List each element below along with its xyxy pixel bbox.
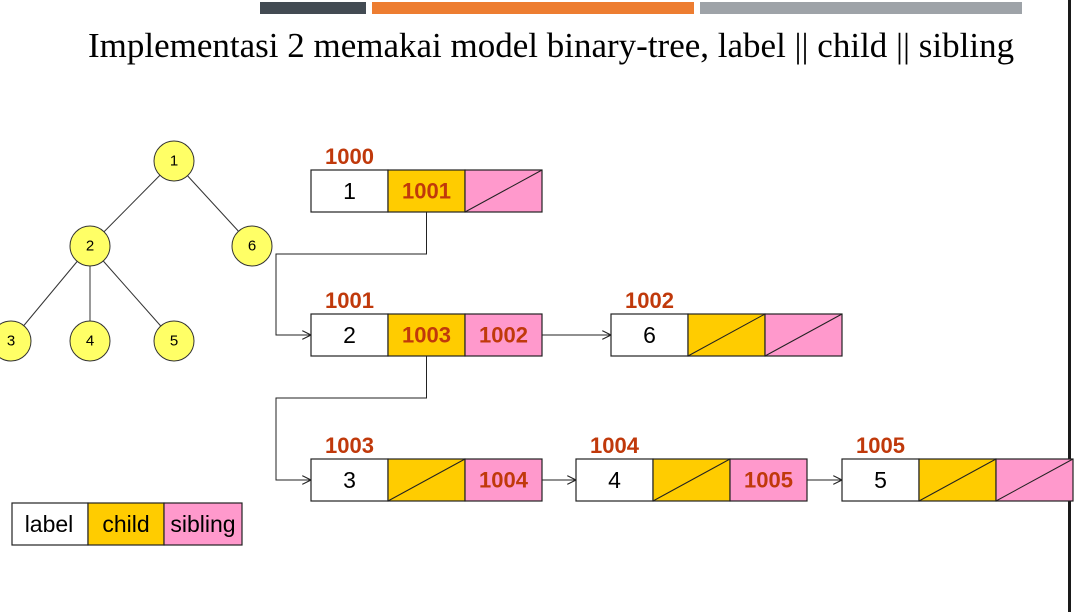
sibling-pointer: 1005 [744,468,793,493]
label-cell [310,169,389,213]
tree-node-label: 1 [170,153,178,170]
child-connector [275,212,427,335]
legend-child-cell [87,502,165,546]
label-cell [610,313,689,357]
child-connector [275,356,427,480]
record-1000: 1000 1 1001 [310,144,543,213]
tree-node-6 [231,225,273,267]
record-address: 1003 [325,433,374,458]
record-address: 1002 [625,288,674,313]
tree-node-5 [153,320,195,362]
tree-node-2 [69,225,111,267]
tree-node-label: 5 [170,333,178,350]
label-value: 4 [608,467,621,493]
record-1003: 1003 3 1004 [310,433,543,502]
child-cell [387,169,466,213]
tree-edge-2-5 [102,260,162,327]
label-cell [310,458,389,502]
tree-edge-2-3 [23,261,78,326]
label-value: 5 [874,467,887,493]
child-null-slash [387,458,466,502]
tree-node-4 [69,320,111,362]
tree-edge-1-6 [187,175,239,232]
header-bar-gray [700,2,1022,14]
tree-node-label: 2 [86,238,94,255]
legend-label-text: label [25,511,74,537]
label-value: 1 [343,178,356,204]
legend-sibling-text: sibling [170,511,235,537]
tree-edge-1-2 [103,174,161,233]
pointer-connectors [275,212,842,480]
sibling-null-slash [995,458,1074,502]
record-address: 1005 [856,433,905,458]
window-edge [1068,0,1071,612]
sibling-pointer: 1004 [479,468,529,493]
record-1001: 1001 2 1003 1002 [310,288,543,357]
sibling-cell [464,458,543,502]
sibling-null-slash [464,169,543,213]
legend-label-cell [11,502,89,546]
record-1004: 1004 4 1005 [575,433,808,502]
sibling-cell [464,313,543,357]
child-cell [387,313,466,357]
sibling-cell [729,458,808,502]
tree-node-1 [153,140,195,182]
sibling-null-slash [764,313,843,357]
sibling-pointer: 1002 [479,323,528,348]
record-1005: 1005 5 [841,433,1074,502]
label-value: 3 [343,467,356,493]
header-bar-dark [260,2,366,14]
child-pointer: 1001 [402,179,451,204]
slide-title: Implementasi 2 memakai model binary-tree… [88,26,1015,65]
child-pointer: 1003 [402,323,451,348]
general-tree: 1 2 6 3 4 5 [0,140,273,362]
legend-sibling-cell [163,502,243,546]
legend-child-text: child [102,511,149,537]
tree-node-label: 4 [86,333,94,350]
tree-node-label: 6 [248,238,256,255]
child-null-slash [652,458,731,502]
record-address: 1001 [325,288,374,313]
header-bar-orange [372,2,694,14]
record-address: 1004 [590,433,640,458]
tree-node-3 [0,320,32,362]
tree-node-label: 3 [7,333,15,350]
legend: label child sibling [11,502,243,546]
label-value: 6 [643,322,656,348]
label-value: 2 [343,322,356,348]
child-null-slash [918,458,997,502]
record-1002: 1002 6 [610,288,843,357]
record-address: 1000 [325,144,374,169]
child-null-slash [687,313,766,357]
